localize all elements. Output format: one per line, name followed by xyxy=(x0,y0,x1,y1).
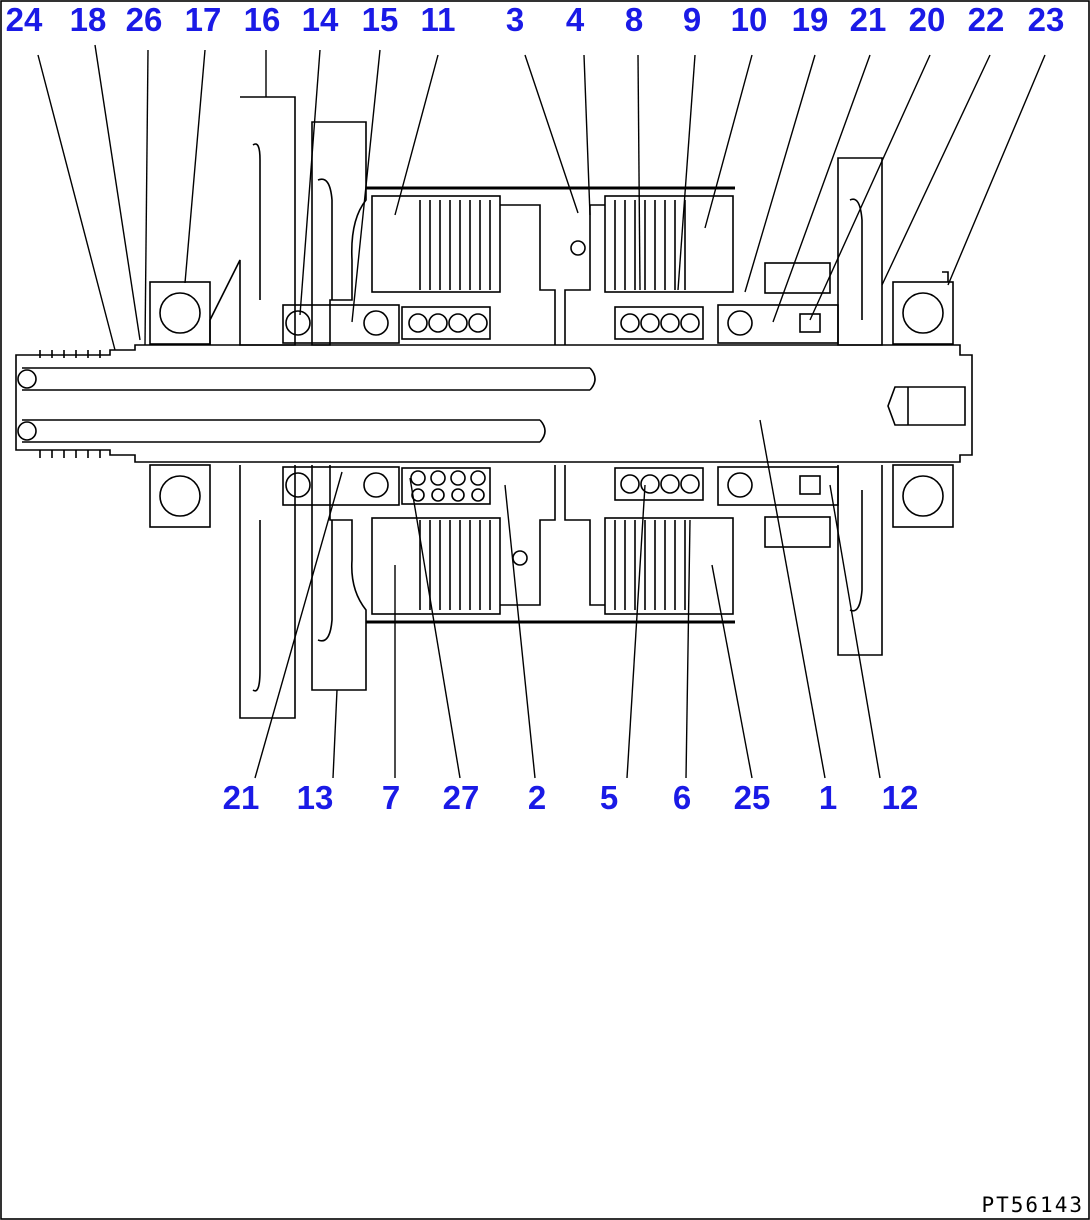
callout-4[interactable]: 4 xyxy=(566,1,585,38)
callout-20[interactable]: 20 xyxy=(909,1,946,38)
callout-12[interactable]: 12 xyxy=(882,779,919,816)
right-clutch-pack xyxy=(604,195,734,615)
callout-8[interactable]: 8 xyxy=(625,1,643,38)
callout-19[interactable]: 19 xyxy=(792,1,829,38)
callout-17[interactable]: 17 xyxy=(185,1,222,38)
center-hub xyxy=(500,204,605,606)
gear-15 xyxy=(311,121,367,691)
callout-16[interactable]: 16 xyxy=(244,1,281,38)
callout-1[interactable]: 1 xyxy=(819,779,837,816)
top-callouts: 24 18 26 17 16 14 15 11 3 4 8 9 10 19 21… xyxy=(6,1,1065,38)
callout-2[interactable]: 2 xyxy=(528,779,546,816)
bearing-17 xyxy=(149,281,211,528)
callout-13[interactable]: 13 xyxy=(297,779,334,816)
callout-24[interactable]: 24 xyxy=(6,1,43,38)
main-shaft xyxy=(15,344,973,463)
callout-27[interactable]: 27 xyxy=(443,779,480,816)
callout-26[interactable]: 26 xyxy=(126,1,163,38)
small-bearings-left xyxy=(282,304,400,506)
left-clutch-pack xyxy=(366,186,735,624)
line-art xyxy=(15,44,1046,779)
callout-23[interactable]: 23 xyxy=(1028,1,1065,38)
callout-14[interactable]: 14 xyxy=(302,1,339,38)
callout-3[interactable]: 3 xyxy=(506,1,524,38)
leader-lines-top xyxy=(37,44,1046,351)
callout-21-bottom[interactable]: 21 xyxy=(223,779,260,816)
callout-21-top[interactable]: 21 xyxy=(850,1,887,38)
bearing-23 xyxy=(892,271,954,528)
gear-16 xyxy=(209,96,296,719)
callout-5[interactable]: 5 xyxy=(600,779,618,816)
leader-lines-bottom xyxy=(254,419,881,779)
bottom-callouts: 21 13 7 27 2 5 6 25 1 12 xyxy=(223,779,919,816)
callout-10[interactable]: 10 xyxy=(731,1,768,38)
callout-25[interactable]: 25 xyxy=(734,779,771,816)
callout-11[interactable]: 11 xyxy=(421,1,456,38)
callout-22[interactable]: 22 xyxy=(968,1,1005,38)
callout-6[interactable]: 6 xyxy=(673,779,691,816)
callout-18[interactable]: 18 xyxy=(70,1,107,38)
callout-9[interactable]: 9 xyxy=(683,1,701,38)
callout-15[interactable]: 15 xyxy=(362,1,399,38)
callout-7[interactable]: 7 xyxy=(382,779,400,816)
gear-22 xyxy=(837,157,883,656)
small-bearings-right xyxy=(717,262,839,548)
drawing-code: PT56143 xyxy=(981,1193,1084,1217)
